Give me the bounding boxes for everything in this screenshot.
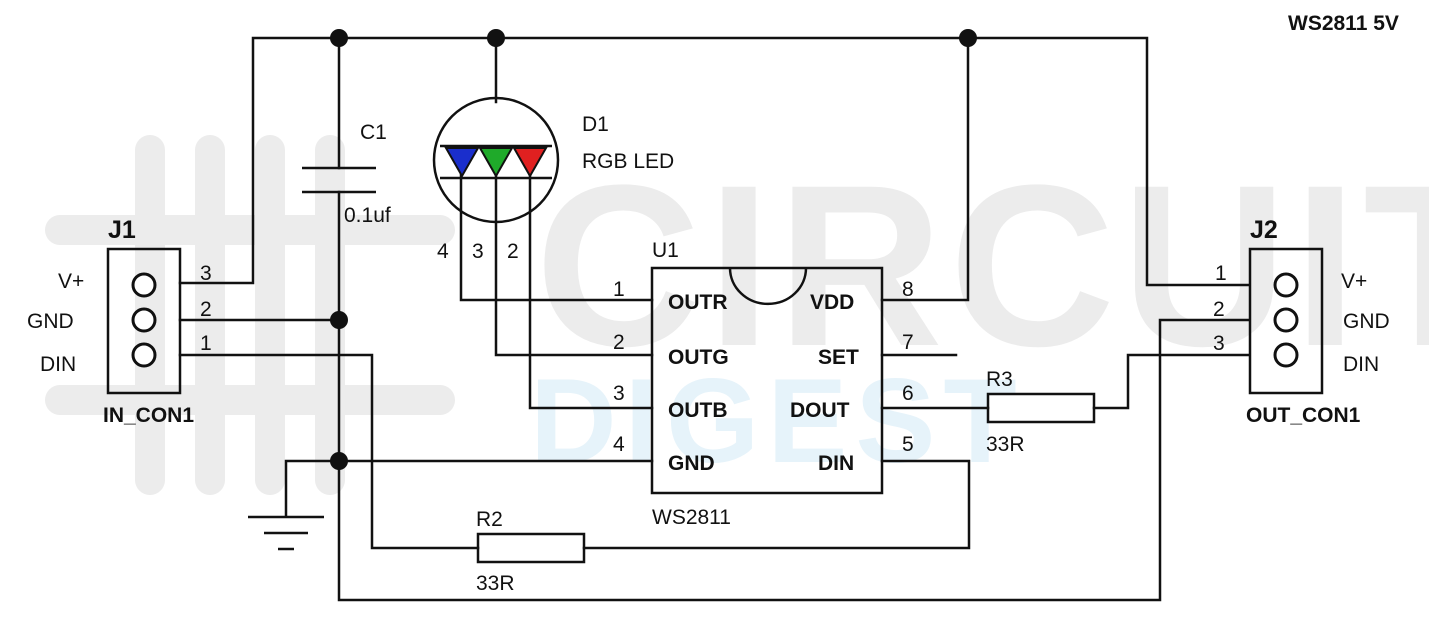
watermark-chip-logo (45, 135, 455, 495)
junction-dot (330, 452, 348, 470)
junction-dot (487, 29, 505, 47)
d1-ref: D1 (582, 113, 609, 136)
r2-ref: R2 (476, 508, 503, 531)
ic-pin-num: 2 (613, 331, 625, 354)
j1-pin-num: 3 (200, 262, 212, 285)
j2-pin-num: 2 (1213, 298, 1225, 321)
r3-value: 33R (986, 433, 1025, 456)
r3-body (986, 392, 1096, 424)
r3-ref: R3 (986, 368, 1013, 391)
capacitor-c1: C1 0.1uf (302, 121, 391, 227)
ic-pin-num: 1 (613, 278, 625, 301)
j2-pin-hole (1273, 307, 1299, 333)
ic-u1: U1 WS2811 OUTR OUTG OUTB GND VDD SET DOU… (613, 239, 914, 529)
ic-pin-label: GND (668, 452, 715, 475)
led-pin-num: 3 (472, 240, 484, 263)
j1-pin-label: V+ (58, 270, 84, 293)
wire-r2-to-din (582, 459, 971, 550)
j2-ref: J2 (1250, 216, 1278, 244)
ic-pin-num: 4 (613, 433, 625, 456)
ic-pin-label: DOUT (790, 399, 850, 422)
j1-pin-num: 2 (200, 298, 212, 321)
r2-value: 33R (476, 572, 515, 595)
u1-name: WS2811 (652, 506, 731, 529)
j1-pin-label: GND (27, 310, 74, 333)
ic-pin-label: OUTR (668, 291, 728, 314)
led-blue-icon (444, 147, 480, 179)
j1-ref: J1 (108, 216, 136, 244)
j1-pin-hole (131, 307, 157, 333)
wire-vplus-rail (178, 36, 1250, 287)
d1-name: RGB LED (582, 150, 674, 173)
led-pin-num: 4 (437, 240, 449, 263)
r2-body (476, 532, 586, 564)
j2-pin-num: 3 (1213, 332, 1225, 355)
j2-pin-label: GND (1343, 310, 1390, 333)
ic-pin-num: 7 (902, 331, 914, 354)
j2-pin-hole (1273, 272, 1299, 298)
wire-j1-din (178, 353, 480, 550)
junction-dot (330, 29, 348, 47)
wire-u1-gnd (284, 459, 654, 517)
ic-pin-num: 3 (613, 382, 625, 405)
wire-r3-to-j2 (1092, 353, 1250, 410)
j2-pin-label: DIN (1343, 353, 1379, 376)
led-green-icon (478, 147, 514, 179)
resistor-r3: R3 33R (986, 368, 1096, 456)
ic-pin-num: 6 (902, 382, 914, 405)
j2-pin-num: 1 (1215, 262, 1227, 285)
resistor-r2: R2 33R (476, 508, 586, 595)
c1-ref: C1 (360, 121, 387, 144)
led-red-icon (512, 147, 548, 179)
j1-pin-num: 1 (200, 332, 212, 355)
wire-led-pin2 (528, 170, 654, 410)
ic-pin-label: VDD (810, 291, 854, 314)
junctions (330, 29, 977, 470)
c1-value: 0.1uf (344, 204, 391, 227)
led-pin-num: 2 (507, 240, 519, 263)
j1-pin-hole (131, 342, 157, 368)
j1-pin-hole (131, 272, 157, 298)
j1-pin-label: DIN (40, 353, 76, 376)
u1-ref: U1 (652, 239, 679, 262)
ground-symbol (248, 515, 324, 551)
j2-pin-hole (1273, 342, 1299, 368)
j2-pin-label: V+ (1341, 270, 1367, 293)
wire-led-pin4 (459, 170, 654, 302)
wire-led-pin3 (494, 170, 654, 357)
ic-body (650, 266, 884, 495)
connector-j1: J1 IN_CON1 V+ GND DIN 3 2 1 (27, 216, 212, 427)
j1-name: IN_CON1 (103, 404, 194, 427)
ic-pin-num: 8 (902, 278, 914, 301)
j2-name: OUT_CON1 (1246, 404, 1361, 427)
ic-pin-label: SET (818, 346, 859, 369)
junction-dot (959, 29, 977, 47)
watermark-line2: DIGEST (530, 354, 1025, 488)
ic-pin-label: OUTB (668, 399, 728, 422)
ic-pin-label: OUTG (668, 346, 729, 369)
diagram-title: WS2811 5V (1288, 12, 1399, 35)
connector-j2: J2 OUT_CON1 V+ GND DIN 1 2 3 (1213, 216, 1390, 427)
ic-pin-num: 5 (902, 433, 914, 456)
ic-notch (728, 267, 808, 306)
rgb-led-d1: D1 RGB LED 4 3 2 (432, 96, 674, 263)
wires (178, 36, 1250, 602)
wire-vdd (880, 36, 970, 302)
junction-dot (330, 311, 348, 329)
ic-pin-label: DIN (818, 452, 854, 475)
led-body (432, 96, 560, 224)
